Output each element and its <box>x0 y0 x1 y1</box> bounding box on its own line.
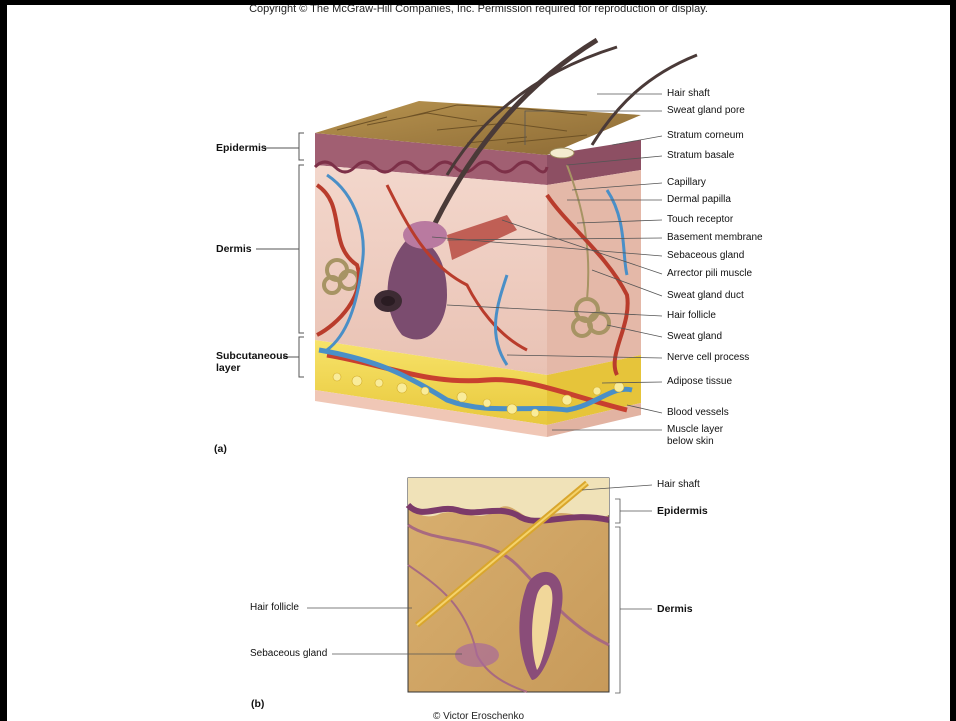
label-capillary: Capillary <box>667 177 706 189</box>
label-basement-membrane: Basement membrane <box>667 232 763 244</box>
label-nerve-cell-process: Nerve cell process <box>667 352 749 364</box>
label-hair-shaft: Hair shaft <box>667 88 710 100</box>
label-below-skin: below skin <box>667 436 714 448</box>
label-b-dermis: Dermis <box>657 603 693 615</box>
label-sweat-gland-pore: Sweat gland pore <box>667 105 745 117</box>
label-muscle-layer: Muscle layer <box>667 424 723 436</box>
sweat-gland-pore <box>550 148 574 158</box>
micrograph <box>408 478 609 692</box>
label-b-sebaceous-gland: Sebaceous gland <box>250 648 327 660</box>
label-b-hair-shaft: Hair shaft <box>657 479 700 491</box>
label-arrector-pili-muscle: Arrector pili muscle <box>667 268 752 280</box>
label-sebaceous-gland: Sebaceous gland <box>667 250 744 262</box>
panel-label-b: (b) <box>251 698 264 710</box>
label-adipose-tissue: Adipose tissue <box>667 376 732 388</box>
slide-page: Copyright © The McGraw-Hill Companies, I… <box>7 5 950 721</box>
label-subcutaneous-layer: layer <box>216 362 241 374</box>
left-brackets <box>256 133 304 377</box>
photo-credit: © Victor Eroschenko <box>7 711 950 721</box>
panel-label-a: (a) <box>214 443 227 455</box>
label-touch-receptor: Touch receptor <box>667 214 733 226</box>
label-b-hair-follicle: Hair follicle <box>250 602 299 614</box>
label-stratum-basale: Stratum basale <box>667 150 734 162</box>
label-dermal-papilla: Dermal papilla <box>667 194 731 206</box>
label-epidermis: Epidermis <box>216 142 267 154</box>
label-sweat-gland-duct: Sweat gland duct <box>667 290 744 302</box>
label-stratum-corneum: Stratum corneum <box>667 130 744 142</box>
skin-illustration <box>7 5 950 721</box>
label-dermis: Dermis <box>216 243 252 255</box>
label-b-epidermis: Epidermis <box>657 505 708 517</box>
label-sweat-gland: Sweat gland <box>667 331 722 343</box>
label-blood-vessels: Blood vessels <box>667 407 729 419</box>
label-subcutaneous: Subcutaneous <box>216 350 288 362</box>
label-hair-follicle: Hair follicle <box>667 310 716 322</box>
